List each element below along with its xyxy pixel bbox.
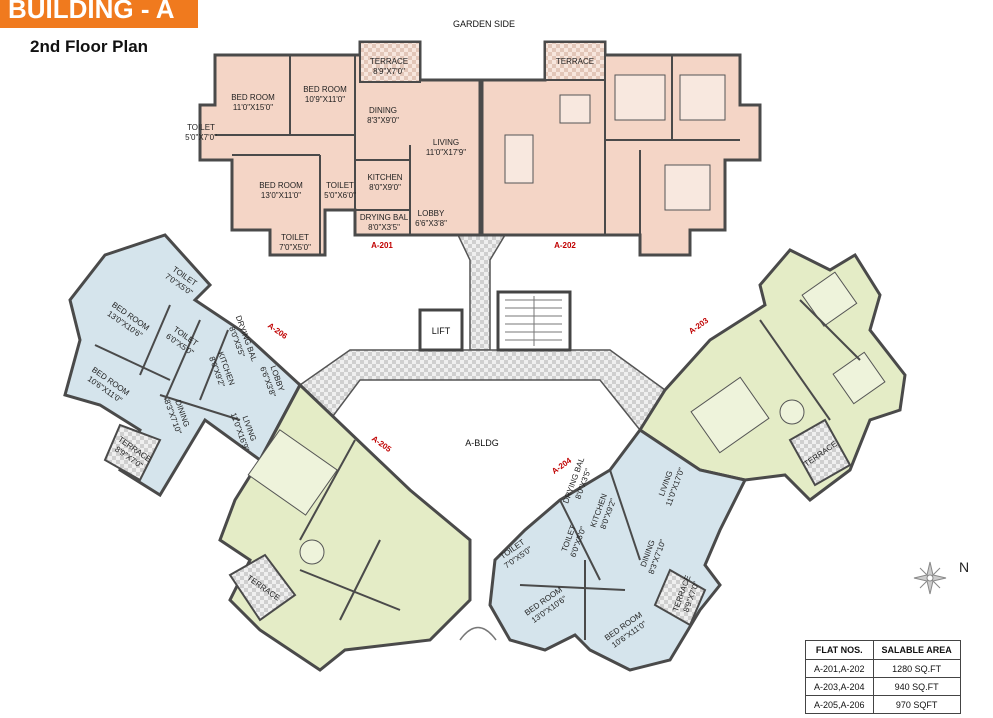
salable-area-table: FLAT NOS. SALABLE AREA A-201,A-202 1280 … <box>805 640 961 714</box>
cell-flat-nos: A-201,A-202 <box>805 659 874 678</box>
room-bed1-201: BED ROOM <box>231 93 275 102</box>
compass-rose-icon <box>913 561 947 595</box>
room-toilet1-201-size: 5'0"X7'0" <box>185 133 217 142</box>
common-corridor <box>298 209 667 432</box>
garden-side-label: GARDEN SIDE <box>453 19 515 29</box>
flat-a205 <box>218 382 472 672</box>
flat-a206 <box>63 233 302 498</box>
cell-salable-area: 940 SQ.FT <box>872 677 961 696</box>
flat-label-a203: A-203 <box>687 316 710 336</box>
room-toilet2-201: TOILET <box>326 181 354 190</box>
room-bed1-201-size: 11'0"X15'0" <box>233 103 273 112</box>
flat-label-a205: A-205 <box>370 434 393 454</box>
lift <box>418 308 464 352</box>
room-dining-201-size: 8'3"X9'0" <box>367 116 399 125</box>
room-living-201: LIVING <box>433 138 459 147</box>
room-toilet3-201: TOILET <box>281 233 309 242</box>
table-row: A-203,A-204 940 SQ.FT <box>805 677 961 696</box>
room-living-201-size: 11'0"X17'9" <box>426 148 466 157</box>
room-bed3-201-size: 13'0"X11'0" <box>261 191 301 200</box>
cell-flat-nos: A-203,A-204 <box>805 677 874 696</box>
room-terrace-201: TERRACE <box>370 57 408 66</box>
north-compass: N <box>913 559 969 595</box>
cell-salable-area: 1280 SQ.FT <box>872 659 961 678</box>
lift-label: LIFT <box>432 326 451 336</box>
building-title: BUILDING - A <box>8 0 175 24</box>
cell-flat-nos: A-205,A-206 <box>805 695 874 714</box>
north-label: N <box>959 559 969 575</box>
flat-label-a201: A-201 <box>371 241 393 250</box>
col-salable-area: SALABLE AREA <box>872 640 961 660</box>
table-header-row: FLAT NOS. SALABLE AREA <box>805 640 961 660</box>
table-row: A-201,A-202 1280 SQ.FT <box>805 659 961 678</box>
room-bed2-201-size: 10'9"X11'0" <box>305 95 345 104</box>
table-row: A-205,A-206 970 SQFT <box>805 695 961 714</box>
room-toilet2-201-size: 5'0"X6'0" <box>324 191 356 200</box>
flat-label-a204: A-204 <box>550 456 573 476</box>
flat-label-a206: A-206 <box>266 321 289 341</box>
room-bed2-201: BED ROOM <box>303 85 347 94</box>
col-flat-nos: FLAT NOS. <box>805 640 874 660</box>
room-terrace-202: TERRACE <box>556 57 594 66</box>
room-kitchen-201: KITCHEN <box>367 173 402 182</box>
staircase <box>496 290 572 352</box>
flat-a201 <box>198 40 482 257</box>
room-terrace-201-size: 8'9"X7'0" <box>373 67 405 76</box>
room-bed3-201: BED ROOM <box>259 181 303 190</box>
floor-plan-title: 2nd Floor Plan <box>30 37 149 56</box>
room-dining-201: DINING <box>369 106 397 115</box>
building-title-banner: BUILDING - A <box>0 0 198 28</box>
room-toilet3-201-size: 7'0"X5'0" <box>279 243 311 252</box>
room-lobby-201: LOBBY <box>418 209 445 218</box>
flat-a204 <box>459 427 748 672</box>
room-toilet1-201: TOILET <box>187 123 215 132</box>
room-drying-201: DRYING BAL <box>360 213 409 222</box>
bldg-label: A-BLDG <box>465 438 499 448</box>
room-lobby-201-size: 6'6"X3'8" <box>415 219 447 228</box>
flat-label-a202: A-202 <box>554 241 576 250</box>
flat-a202 <box>480 40 762 257</box>
cell-salable-area: 970 SQFT <box>872 695 961 714</box>
room-drying-201-size: 8'0"X3'5" <box>368 223 400 232</box>
room-kitchen-201-size: 8'0"X9'0" <box>369 183 401 192</box>
